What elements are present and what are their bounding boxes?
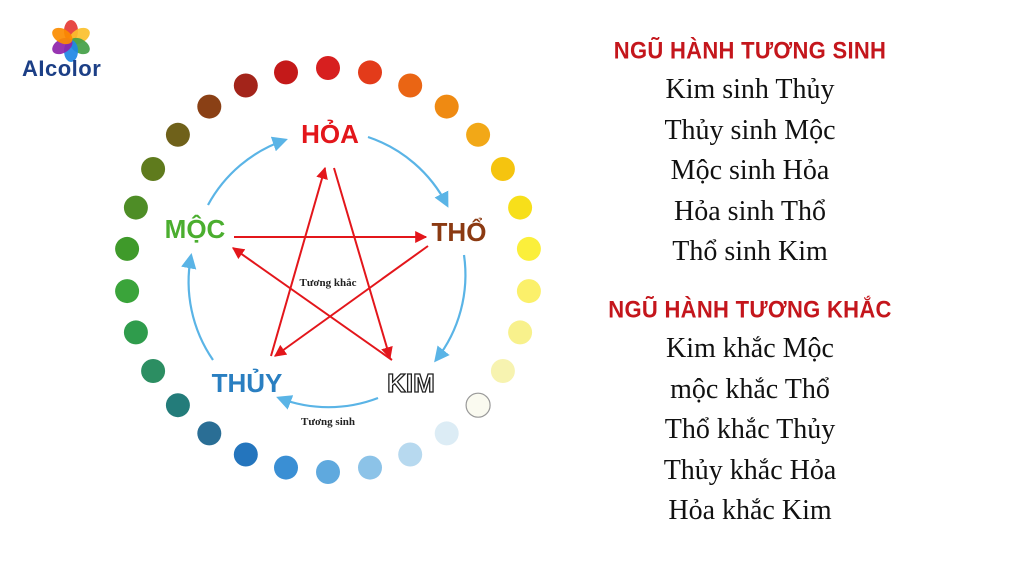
ring-color-dot xyxy=(490,359,515,383)
tuong-khac-item: Kim khắc Mộc xyxy=(666,333,834,364)
color-ring xyxy=(115,56,541,484)
arrow-tho-to-kim xyxy=(434,254,467,363)
ring-color-dot xyxy=(165,393,190,418)
ring-color-dot xyxy=(466,122,491,147)
ring-color-dot xyxy=(141,359,166,383)
tuong-khac-item: Thổ khắc Thủy xyxy=(664,414,836,445)
logo-petal xyxy=(52,27,73,45)
ring-color-dot xyxy=(516,236,541,261)
ring-color-dot xyxy=(141,157,166,181)
tuong-khac-item: Thủy khắc Hỏa xyxy=(663,454,837,486)
tuong-khac-heading: NGŨ HÀNH TƯƠNG KHẮC xyxy=(608,295,892,323)
tuong-sinh-label: Tương sinh xyxy=(301,416,355,428)
tuong-sinh-arrows xyxy=(181,135,467,410)
tuong-khac-item: Hỏa khắc Kim xyxy=(668,495,832,526)
ring-color-dot xyxy=(197,94,222,119)
arrow-thuy-to-moc xyxy=(181,252,214,361)
tuong-sinh-heading: NGŨ HÀNH TƯƠNG SINH xyxy=(613,36,887,64)
tuong-sinh-list: Kim sinh Thủy Thủy sinh Mộc Mộc sinh Hỏa… xyxy=(560,70,940,273)
element-kim-label: KIM xyxy=(387,368,435,398)
ring-color-dot xyxy=(398,73,423,98)
ring-color-dot xyxy=(316,56,340,80)
element-moc-label: MỘC xyxy=(165,214,226,244)
arrow-tho-to-thuy xyxy=(274,245,429,357)
ring-color-dot xyxy=(274,455,298,480)
arrow-kim-to-moc xyxy=(232,247,393,361)
tuong-khac-section: NGŨ HÀNH TƯƠNG KHẮC Kim khắc Mộc mộc khắ… xyxy=(560,295,940,532)
ring-color-dot xyxy=(123,195,148,220)
tuong-khac-item: mộc khắc Thổ xyxy=(670,373,830,405)
aicolor-logo-icon xyxy=(52,20,90,62)
ring-color-dot xyxy=(233,442,258,467)
ring-color-dot xyxy=(358,455,382,480)
tuong-khac-label: Tương khắc xyxy=(299,277,356,289)
ring-color-dot xyxy=(434,94,459,119)
ring-color-dot xyxy=(398,442,423,467)
arrow-moc-to-hoa xyxy=(207,136,288,206)
arrow-hoa-to-tho xyxy=(367,135,449,208)
ring-color-dot xyxy=(123,320,148,345)
ring-color-dot xyxy=(465,392,491,418)
ring-color-dot xyxy=(115,236,140,261)
ring-color-dot xyxy=(233,73,258,98)
tuong-sinh-item: Mộc sinh Hỏa xyxy=(670,155,830,186)
ring-color-dot xyxy=(197,421,222,446)
element-hoa-label: HỎA xyxy=(301,118,359,149)
ring-color-dot xyxy=(508,320,533,345)
element-thuy-label: THỦY xyxy=(212,367,283,398)
brand-name: AIcolor xyxy=(22,56,102,81)
arrow-hoa-to-kim xyxy=(333,167,393,360)
tuong-sinh-item: Hỏa sinh Thổ xyxy=(674,195,826,227)
tuong-sinh-item: Kim sinh Thủy xyxy=(665,74,835,105)
tuong-sinh-section: NGŨ HÀNH TƯƠNG SINH Kim sinh Thủy Thủy s… xyxy=(560,36,940,273)
ring-color-dot xyxy=(115,279,140,304)
tuong-sinh-item: Thủy sinh Mộc xyxy=(664,114,836,146)
tuong-khac-list: Kim khắc Mộc mộc khắc Thổ Thổ khắc Thủy … xyxy=(560,329,940,532)
tuong-sinh-item: Thổ sinh Kim xyxy=(672,236,828,267)
tuong-khac-arrows xyxy=(232,166,429,361)
ngu-hanh-diagram: HỎA THỔ KIM THỦY MỘC Tương khắc Tương si… xyxy=(115,56,541,484)
ring-color-dot xyxy=(516,279,541,304)
ring-color-dot xyxy=(358,60,382,85)
ring-color-dot xyxy=(165,122,190,147)
ring-color-dot xyxy=(274,60,298,85)
ring-color-dot xyxy=(316,460,340,484)
arrow-kim-to-thuy xyxy=(276,395,379,410)
ring-color-dot xyxy=(490,157,515,181)
ring-color-dot xyxy=(508,195,533,220)
ring-color-dot xyxy=(434,421,459,446)
arrow-thuy-to-hoa xyxy=(270,166,328,357)
element-tho-label: THỔ xyxy=(432,217,487,247)
